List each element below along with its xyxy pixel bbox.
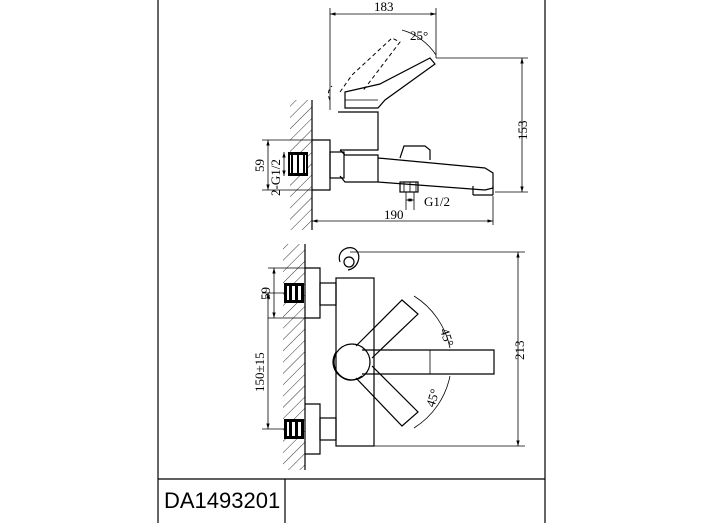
diverter-knob-side [399,145,431,160]
dim-height-front: 213 [512,341,527,361]
front-view: 45° 45° 213 59 150±15 [252,244,527,470]
mixer-body-side [338,111,379,151]
dim-inlet-front: 59 [258,287,273,300]
lever-lower [355,365,419,427]
dim-thread-outlet: G1/2 [424,194,450,209]
dim-depth-bottom: 190 [384,207,404,222]
hose-outlet-side [399,181,419,193]
flange-side [312,139,331,191]
spout-side [377,157,494,191]
hanger-hook [338,247,360,271]
lever-side [344,57,436,109]
dim-angle-upper: 45° [437,326,457,348]
dim-thread-inlet: 2-G1/2 [268,159,283,196]
dim-width-top: 183 [374,0,394,14]
dim-inlet-side: 59 [252,159,267,172]
drawing-frame [157,0,546,523]
lever-raised-dashed [339,37,401,93]
dim-centres: 150±15 [252,352,267,392]
mixer-body-front [335,277,375,447]
dim-angle-lower: 45° [423,387,443,409]
model-code: DA1493201 [164,488,280,513]
dim-angle-top: 25° [410,28,428,43]
lever-upper [355,299,419,359]
side-view: 25° 183 153 190 G1/2 59 2-G1/2 [252,0,530,230]
dim-height-side: 153 [515,121,530,141]
spout-front [362,349,495,375]
